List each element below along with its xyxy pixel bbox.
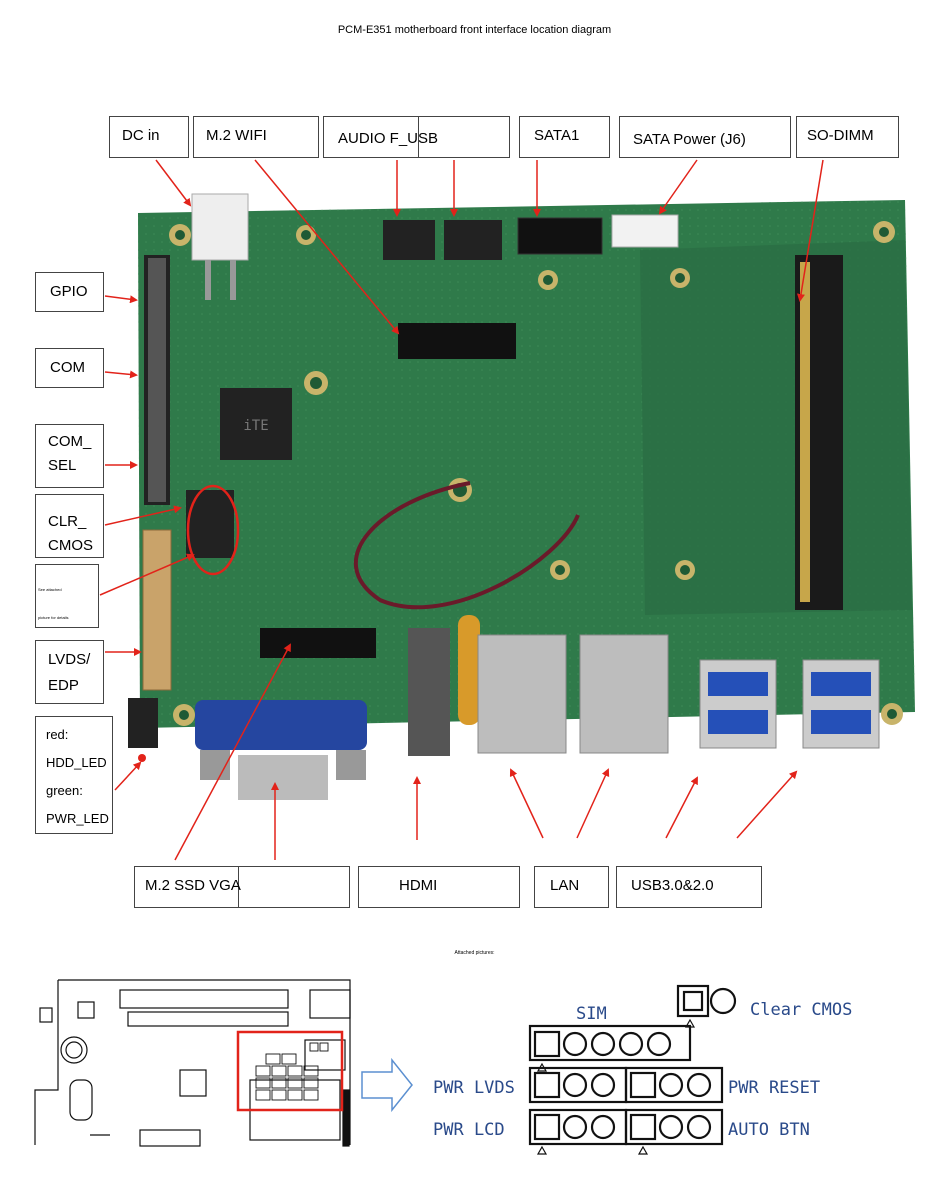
label-sata-power: SATA Power (J6) bbox=[619, 116, 791, 158]
label-clr-cmos: CLR_ CMOS bbox=[35, 494, 104, 558]
sata-power-connector bbox=[612, 215, 678, 247]
label-com: COM bbox=[35, 348, 104, 388]
f-usb-header bbox=[444, 220, 502, 260]
ite-chip: iTE bbox=[220, 388, 292, 460]
sata1-connector bbox=[518, 218, 602, 254]
lvds-connector bbox=[143, 530, 171, 690]
label-com-sel: COM_ SEL bbox=[35, 424, 104, 488]
pwr-lcd-label: PWR LCD bbox=[433, 1120, 505, 1140]
label-audio-f-usb: AUDIO F_USB bbox=[323, 116, 510, 158]
red-led bbox=[138, 754, 146, 762]
label-hdmi: HDMI bbox=[358, 866, 520, 908]
pwr-reset-label: PWR RESET bbox=[728, 1078, 820, 1098]
jumper-highlight-box bbox=[238, 1032, 342, 1110]
label-dc-in: DC in bbox=[109, 116, 189, 158]
sim-label: SIM bbox=[576, 1004, 607, 1024]
svg-text:iTE: iTE bbox=[243, 418, 268, 434]
label-usb: USB3.0&2.0 bbox=[616, 866, 762, 908]
pin-labels: SIM Clear CMOS PWR LVDS PWR RESET PWR LC… bbox=[433, 1000, 852, 1140]
attached-caption: Attached pictures: bbox=[0, 950, 949, 956]
jumper-pin-diagram bbox=[530, 986, 735, 1154]
battery bbox=[458, 615, 480, 725]
label-sata1: SATA1 bbox=[519, 116, 610, 158]
label-lvds-edp: LVDS/ EDP bbox=[35, 640, 104, 704]
vga-connector bbox=[195, 700, 367, 800]
auto-btn-label: AUTO BTN bbox=[728, 1120, 810, 1140]
attached-pictures: SIM Clear CMOS PWR LVDS PWR RESET PWR LC… bbox=[0, 960, 949, 1186]
clear-cmos-label: Clear CMOS bbox=[750, 1000, 852, 1020]
m2-ssd-slot bbox=[260, 628, 376, 658]
pwr-lvds-label: PWR LVDS bbox=[433, 1078, 515, 1098]
label-so-dimm: SO-DIMM bbox=[796, 116, 899, 158]
left-pin-headers bbox=[144, 255, 170, 505]
pointer-arrow bbox=[362, 1060, 412, 1110]
board-outline-sketch bbox=[35, 980, 350, 1146]
audio-header bbox=[383, 220, 435, 260]
hdmi-connector bbox=[408, 628, 450, 756]
label-m2-wifi: M.2 WIFI bbox=[193, 116, 319, 158]
label-led: red: HDD_LED green: PWR_LED bbox=[35, 716, 113, 834]
m2-wifi-slot bbox=[398, 323, 516, 359]
label-m2-ssd-vga: M.2 SSD VGA bbox=[134, 866, 350, 908]
label-see-attached: See attached picture for details bbox=[35, 564, 99, 628]
led-module bbox=[128, 698, 158, 748]
label-lan: LAN bbox=[534, 866, 609, 908]
so-dimm-slot bbox=[795, 255, 843, 610]
label-gpio: GPIO bbox=[35, 272, 104, 312]
